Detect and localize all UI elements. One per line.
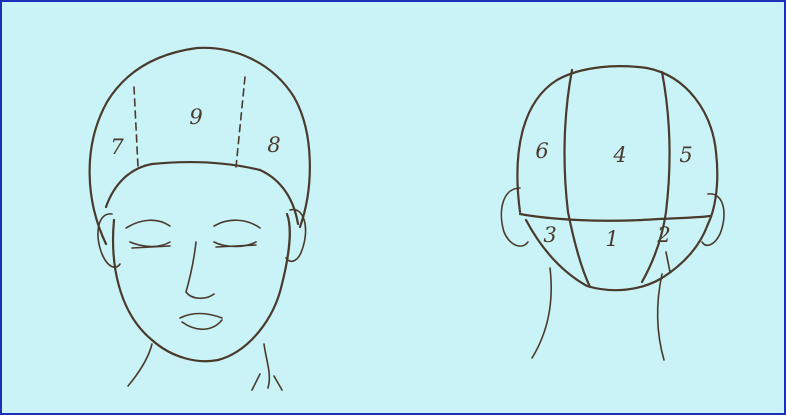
back-neck-right <box>658 274 664 360</box>
back-band-line <box>520 214 710 221</box>
back-section-label: 4 <box>612 143 626 167</box>
front-neck-left <box>128 344 152 386</box>
back-divider-left <box>565 70 590 287</box>
front-hairline <box>106 162 298 224</box>
front-section-label: 7 <box>110 135 124 159</box>
front-left-lashes <box>132 246 170 248</box>
front-nose <box>186 242 214 298</box>
front-mouth-lower <box>182 320 222 329</box>
front-mouth-upper <box>180 314 222 319</box>
front-divider-right <box>236 77 245 167</box>
front-face-outline <box>113 214 290 361</box>
front-left-brow <box>126 220 170 228</box>
back-section-label: 3 <box>543 223 556 247</box>
back-right-ear <box>702 194 724 245</box>
front-left-ear <box>98 214 120 267</box>
front-section-label: 9 <box>189 105 202 129</box>
front-head-view: 9 7 8 <box>90 48 310 390</box>
front-divider-left <box>134 87 138 167</box>
back-left-ear <box>501 188 528 246</box>
front-section-label: 8 <box>267 133 280 157</box>
front-right-brow <box>214 220 260 228</box>
back-section-label: 5 <box>679 143 692 167</box>
back-section-label: 2 <box>656 223 670 247</box>
back-divider-right <box>642 72 669 282</box>
back-neck-tick <box>666 252 670 272</box>
front-neck-right <box>264 344 269 388</box>
back-section-label: 1 <box>605 227 618 251</box>
back-neck-left <box>532 268 551 358</box>
back-head-view: 4 6 5 1 3 2 <box>501 66 724 360</box>
back-section-label: 6 <box>535 139 548 163</box>
front-neck-lines <box>252 374 282 390</box>
